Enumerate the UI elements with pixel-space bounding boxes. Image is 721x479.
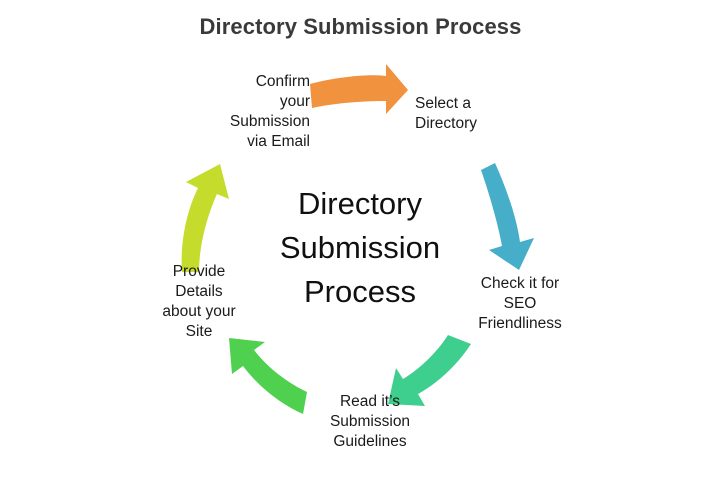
arrow-right-blue-icon xyxy=(481,163,534,270)
step-label-provide-details: Provide Details about your Site xyxy=(134,262,264,342)
arrow-top-orange-icon xyxy=(310,64,408,114)
center-label-line: Process xyxy=(304,274,416,309)
step-label-line: Directory xyxy=(415,115,478,132)
arrow-bottom-left-green-icon xyxy=(229,338,307,414)
step-label-line: Details xyxy=(175,283,223,300)
step-label-line: Provide xyxy=(172,263,226,280)
center-label-line: Submission xyxy=(279,230,441,265)
step-label-line: about your xyxy=(162,303,236,320)
center-label: Directory Submission Process xyxy=(240,182,480,314)
step-label-confirm-submission: Confirm your Submission via Email xyxy=(180,72,310,152)
step-label-line: your xyxy=(279,93,310,110)
step-label-line: Site xyxy=(185,323,213,340)
step-label-line: Friendliness xyxy=(478,315,562,332)
step-label-read-guidelines: Read it’s Submission Guidelines xyxy=(300,392,440,452)
step-label-line: Guidelines xyxy=(333,433,407,450)
step-label-select-directory: Select a Directory xyxy=(415,94,535,134)
center-label-line: Directory xyxy=(297,186,422,221)
step-label-line: Read it’s xyxy=(339,393,401,410)
step-label-line: Confirm xyxy=(255,73,310,90)
arrow-left-lime-icon xyxy=(181,164,229,272)
step-label-line: Submission xyxy=(329,413,411,430)
step-label-line: Submission xyxy=(229,113,310,130)
step-label-line: SEO xyxy=(503,295,537,312)
step-label-line: Select a xyxy=(415,95,472,112)
step-label-line: via Email xyxy=(247,133,310,150)
step-label-check-seo: Check it for SEO Friendliness xyxy=(455,274,585,334)
step-label-line: Check it for xyxy=(480,275,560,292)
page-title: Directory Submission Process xyxy=(199,14,522,39)
